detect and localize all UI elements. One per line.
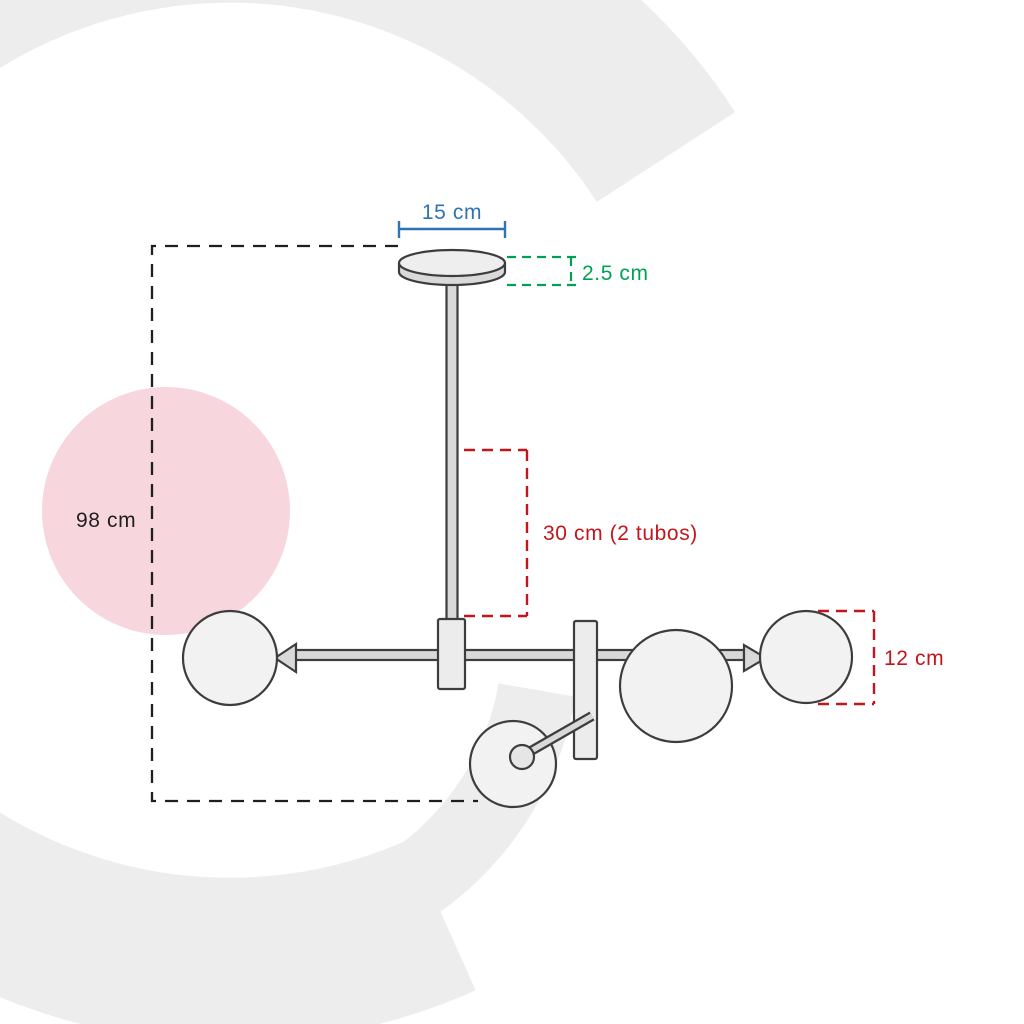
tube-length-dimension [464, 448, 529, 618]
overall-height-extent-box [150, 244, 478, 803]
canopy-thickness-dimension [507, 255, 577, 287]
vertical-rod [445, 276, 459, 628]
bottom-globe-socket [508, 743, 536, 771]
watermark-arc-outer [0, 0, 736, 1024]
diagonal-arm [522, 713, 594, 758]
tube-length-label: 30 cm (2 tubos) [543, 522, 698, 545]
right-globe [758, 609, 854, 705]
canopy-thickness-label: 2.5 cm [582, 262, 649, 285]
right-globe-cone [742, 643, 769, 673]
right-connector-block [572, 619, 599, 761]
left-globe-cone [273, 641, 298, 675]
canopy-width-dimension [397, 221, 507, 238]
center-connector-block [436, 617, 467, 691]
center-right-globe [618, 628, 734, 744]
left-globe [181, 609, 279, 707]
overall-height-label: 98 cm [76, 509, 136, 532]
globe-diameter-dimension [818, 609, 876, 706]
ceiling-canopy-top [397, 248, 507, 278]
globe-diameter-label: 12 cm [884, 647, 944, 670]
canopy-width-label: 15 cm [422, 201, 482, 224]
pink-accent-circle [42, 387, 290, 635]
